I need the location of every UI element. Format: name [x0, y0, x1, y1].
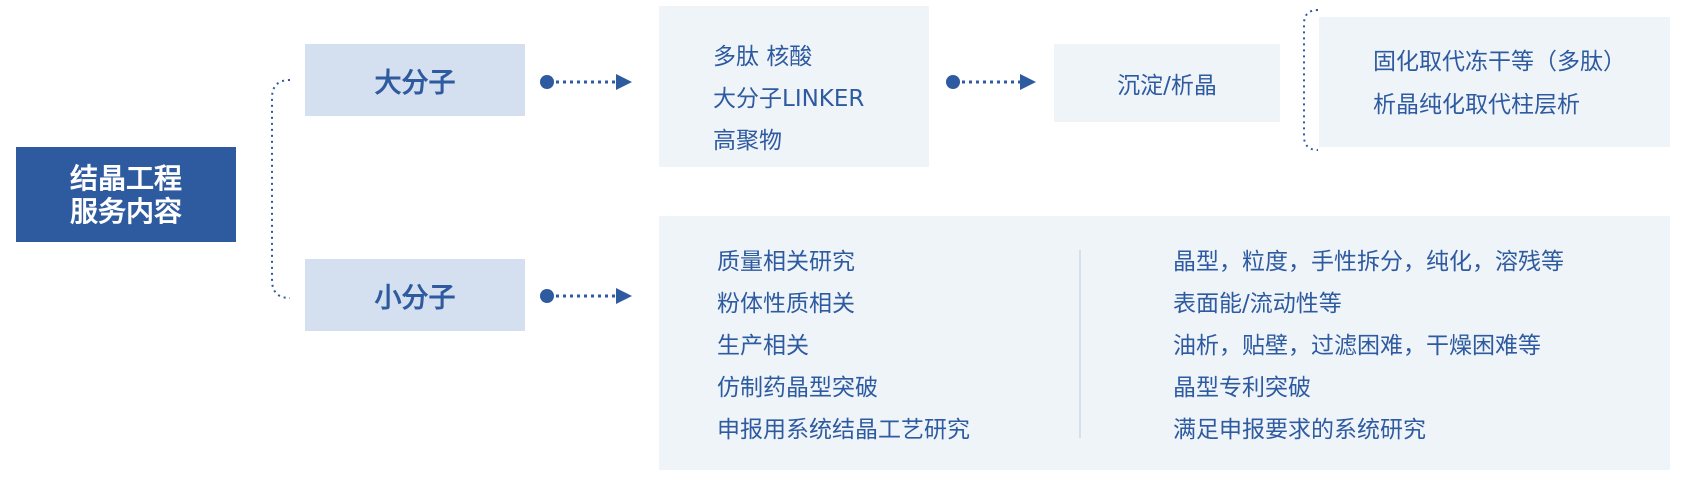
small-right-item: 晶型，粒度，手性拆分，纯化，溶残等: [1173, 249, 1564, 275]
column-divider: [1079, 250, 1081, 438]
root-bracket: [271, 79, 291, 299]
small-details-panel: 质量相关研究 粉体性质相关 生产相关 仿制药晶型突破 申报用系统结晶工艺研究 晶…: [659, 216, 1670, 470]
category-large-molecule: 大分子: [305, 44, 525, 116]
large-item: 多肽 核酸: [713, 44, 813, 70]
small-left-item: 质量相关研究: [717, 249, 855, 275]
small-left-item: 生产相关: [717, 333, 809, 359]
small-right-item: 油析，贴壁，过滤困难，干燥困难等: [1173, 333, 1541, 359]
small-right-item: 满足申报要求的系统研究: [1173, 417, 1426, 443]
category-small-label: 小分子: [374, 282, 456, 314]
large-items-panel: 多肽 核酸 大分子LINKER 高聚物: [659, 6, 929, 167]
result-item: 析晶纯化取代柱层析: [1373, 92, 1580, 118]
arrow-large-to-items: [540, 74, 632, 90]
small-left-item: 仿制药晶型突破: [717, 375, 878, 401]
small-left-item: 申报用系统结晶工艺研究: [717, 417, 970, 443]
category-small-molecule: 小分子: [305, 259, 525, 331]
small-right-item: 表面能/流动性等: [1173, 291, 1342, 317]
arrow-small-to-details: [540, 288, 632, 304]
small-left-item: 粉体性质相关: [717, 291, 855, 317]
root-title-line1: 结晶工程: [69, 161, 182, 195]
results-panel: 固化取代冻干等（多肽） 析晶纯化取代柱层析: [1319, 17, 1670, 147]
small-right-item: 晶型专利突破: [1173, 375, 1311, 401]
large-item: 大分子LINKER: [713, 86, 865, 112]
category-large-label: 大分子: [374, 67, 456, 99]
results-bracket: [1303, 9, 1319, 151]
process-panel: 沉淀/析晶: [1054, 44, 1280, 122]
root-title-line2: 服务内容: [69, 194, 182, 228]
large-item: 高聚物: [713, 128, 782, 154]
result-item: 固化取代冻干等（多肽）: [1373, 49, 1626, 75]
process-label: 沉淀/析晶: [1117, 73, 1217, 99]
root-node: 结晶工程 服务内容: [16, 147, 236, 242]
arrow-items-to-process: [946, 74, 1036, 90]
